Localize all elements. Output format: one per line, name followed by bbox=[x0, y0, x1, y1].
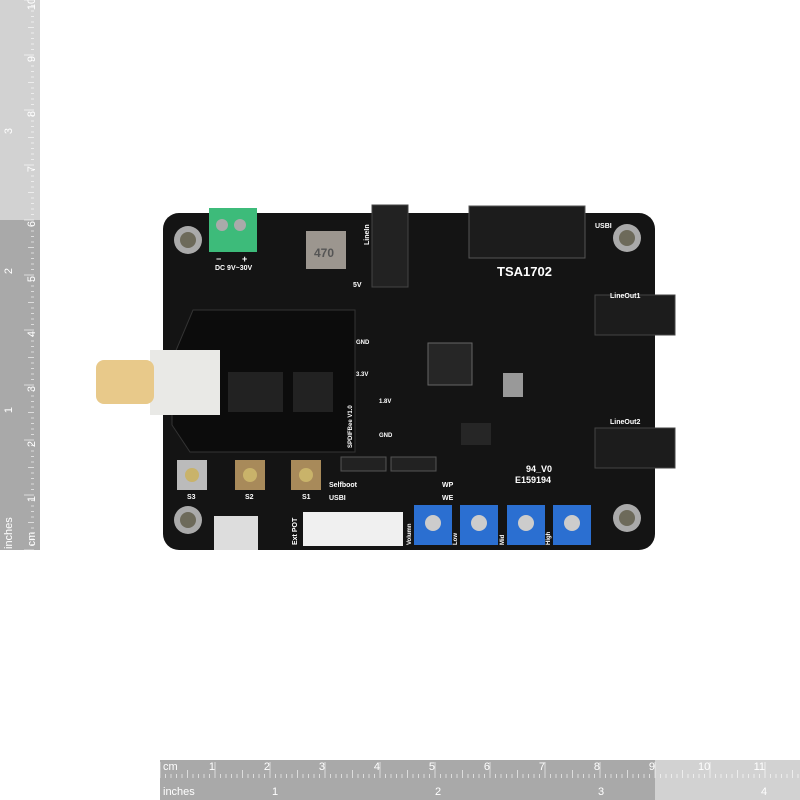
ruler-ticks bbox=[160, 762, 799, 778]
line-out2-label: LineOut2 bbox=[610, 419, 640, 426]
rca-housing bbox=[150, 350, 220, 415]
volume-pot bbox=[414, 505, 452, 545]
wp-label: WP bbox=[442, 482, 454, 489]
line-in-label: LineIn bbox=[364, 224, 371, 245]
mounting-hole-icon bbox=[613, 504, 641, 532]
low-label: Low bbox=[453, 533, 459, 545]
dsp-chip bbox=[427, 342, 473, 386]
crystal bbox=[503, 373, 523, 397]
jumper bbox=[340, 456, 387, 472]
ruler-cm-tick-label: 2 bbox=[263, 761, 270, 773]
high-pot bbox=[553, 505, 591, 545]
usbi-header bbox=[468, 205, 586, 259]
5v-label: 5V bbox=[353, 282, 362, 289]
ruler-cm-tick-label: 3 bbox=[318, 761, 325, 773]
mid-label: Mid bbox=[500, 534, 506, 545]
s1-label: S1 bbox=[302, 494, 311, 501]
ul-rating: 94_V0 bbox=[526, 464, 552, 474]
power-terminal-block bbox=[209, 208, 257, 252]
ruler-cm-tick-label: 7 bbox=[538, 761, 545, 773]
gnd-label: GND bbox=[356, 340, 370, 346]
inductor-marking: 470 bbox=[314, 246, 334, 260]
line-in-jack bbox=[371, 204, 409, 288]
line-out2-jack bbox=[594, 427, 676, 469]
s2-label: S2 bbox=[245, 494, 254, 501]
ruler-inch-tick-label: 1 bbox=[272, 786, 279, 798]
selfboot-label: Selfboot bbox=[329, 482, 358, 489]
ext-pot-connector bbox=[303, 512, 403, 546]
usbi-label: USBI bbox=[329, 495, 346, 502]
board-model: TSA1702 bbox=[497, 264, 552, 279]
high-label: High bbox=[546, 531, 552, 545]
button-s2 bbox=[235, 460, 265, 490]
ruler-cm-tick-label: 1 bbox=[208, 761, 215, 773]
gnd2-label: GND bbox=[379, 433, 393, 439]
mid-pot bbox=[507, 505, 545, 545]
ruler-inch-tick-label: 2 bbox=[435, 786, 442, 798]
power-label: DC 9V~30V bbox=[215, 265, 252, 272]
ext-pot-label: Ext POT bbox=[292, 517, 299, 545]
inductor bbox=[306, 231, 346, 269]
ruler-cm-tick-label: 10 bbox=[698, 761, 711, 773]
low-pot bbox=[460, 505, 498, 545]
jumper bbox=[390, 456, 437, 472]
mounting-hole-icon bbox=[174, 226, 202, 254]
ruler-inch-label: inches bbox=[163, 786, 195, 798]
ruler-inch-tick-label: 3 bbox=[598, 786, 605, 798]
ruler-cm-tick-label: 8 bbox=[593, 761, 600, 773]
ic-chip bbox=[228, 372, 283, 412]
pcb-board bbox=[163, 213, 655, 550]
ruler-cm-tick-label: 5 bbox=[428, 761, 435, 773]
usbi-header-label: USBI bbox=[595, 223, 612, 230]
ruler-inch-tick-label: 4 bbox=[761, 786, 768, 798]
ruler-cm-tick-label: 6 bbox=[483, 761, 490, 773]
ruler-cm-tick-label: 9 bbox=[648, 761, 655, 773]
ic-chip bbox=[293, 372, 333, 412]
s3-label: S3 bbox=[187, 494, 196, 501]
line-out1-jack bbox=[594, 294, 676, 336]
ruler-cm-tick-label: 4 bbox=[373, 761, 380, 773]
we-label: WE bbox=[442, 495, 454, 502]
micro-usb-port bbox=[214, 516, 258, 550]
ul-number: E159194 bbox=[515, 475, 551, 485]
ruler-cm-label: cm bbox=[163, 761, 178, 773]
rca-jack bbox=[96, 360, 154, 404]
line-out1-label: LineOut1 bbox=[610, 293, 640, 300]
3v3-label: 3.3V bbox=[356, 372, 368, 378]
ruler-ticks bbox=[24, 0, 34, 550]
button-s3 bbox=[177, 460, 207, 490]
minus-label: − bbox=[216, 254, 221, 264]
eeprom-chip bbox=[461, 423, 491, 445]
plus-label: + bbox=[242, 254, 247, 264]
mounting-hole-icon bbox=[613, 224, 641, 252]
mounting-hole-icon bbox=[174, 506, 202, 534]
ruler-dark-section bbox=[160, 760, 655, 800]
1v8-label: 1.8V bbox=[379, 399, 391, 405]
volumn-label: Volumn bbox=[407, 523, 413, 545]
ruler-light-section bbox=[655, 760, 800, 800]
button-s1 bbox=[291, 460, 321, 490]
ruler-cm-tick-label: 11 bbox=[753, 761, 765, 773]
daughter-board-label: SPDIFBee V1.0 bbox=[348, 405, 354, 448]
